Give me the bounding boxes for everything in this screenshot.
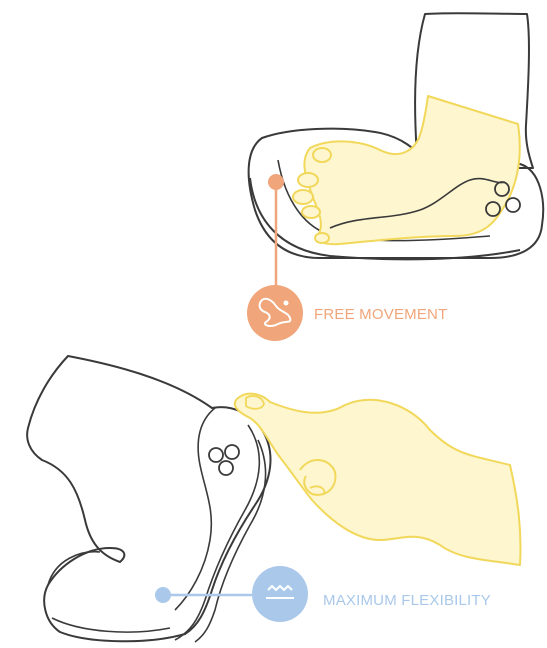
flex-boot-bottom-line bbox=[52, 618, 170, 632]
flex-boot-outline bbox=[27, 356, 270, 641]
boot-logo-circle-3 bbox=[506, 198, 520, 212]
toe-4 bbox=[302, 206, 320, 218]
maximum-flexibility-label: MAXIMUM FLEXIBILITY bbox=[323, 592, 491, 609]
boot-with-foot-illustration bbox=[247, 13, 543, 341]
flex-boot-inner-line bbox=[175, 408, 215, 610]
flex-boot-logo-circle-1 bbox=[209, 448, 223, 462]
toe-5 bbox=[315, 233, 329, 243]
flex-boot-sole-line-2 bbox=[195, 440, 266, 642]
wave-icon bbox=[252, 566, 308, 622]
footprint-icon-dot bbox=[284, 301, 289, 306]
flex-boot-logo-circle-3 bbox=[219, 461, 233, 475]
toe-1 bbox=[313, 148, 331, 162]
hand-shape bbox=[235, 394, 521, 565]
flex-boot-toe-line bbox=[48, 552, 100, 585]
footprint-icon bbox=[247, 285, 303, 341]
flex-boot-logo-circle-2 bbox=[225, 445, 239, 459]
free-movement-label: FREE MOVEMENT bbox=[314, 306, 447, 323]
toe-3 bbox=[293, 190, 313, 204]
toe-2 bbox=[298, 173, 318, 187]
foot-shape bbox=[304, 96, 519, 244]
